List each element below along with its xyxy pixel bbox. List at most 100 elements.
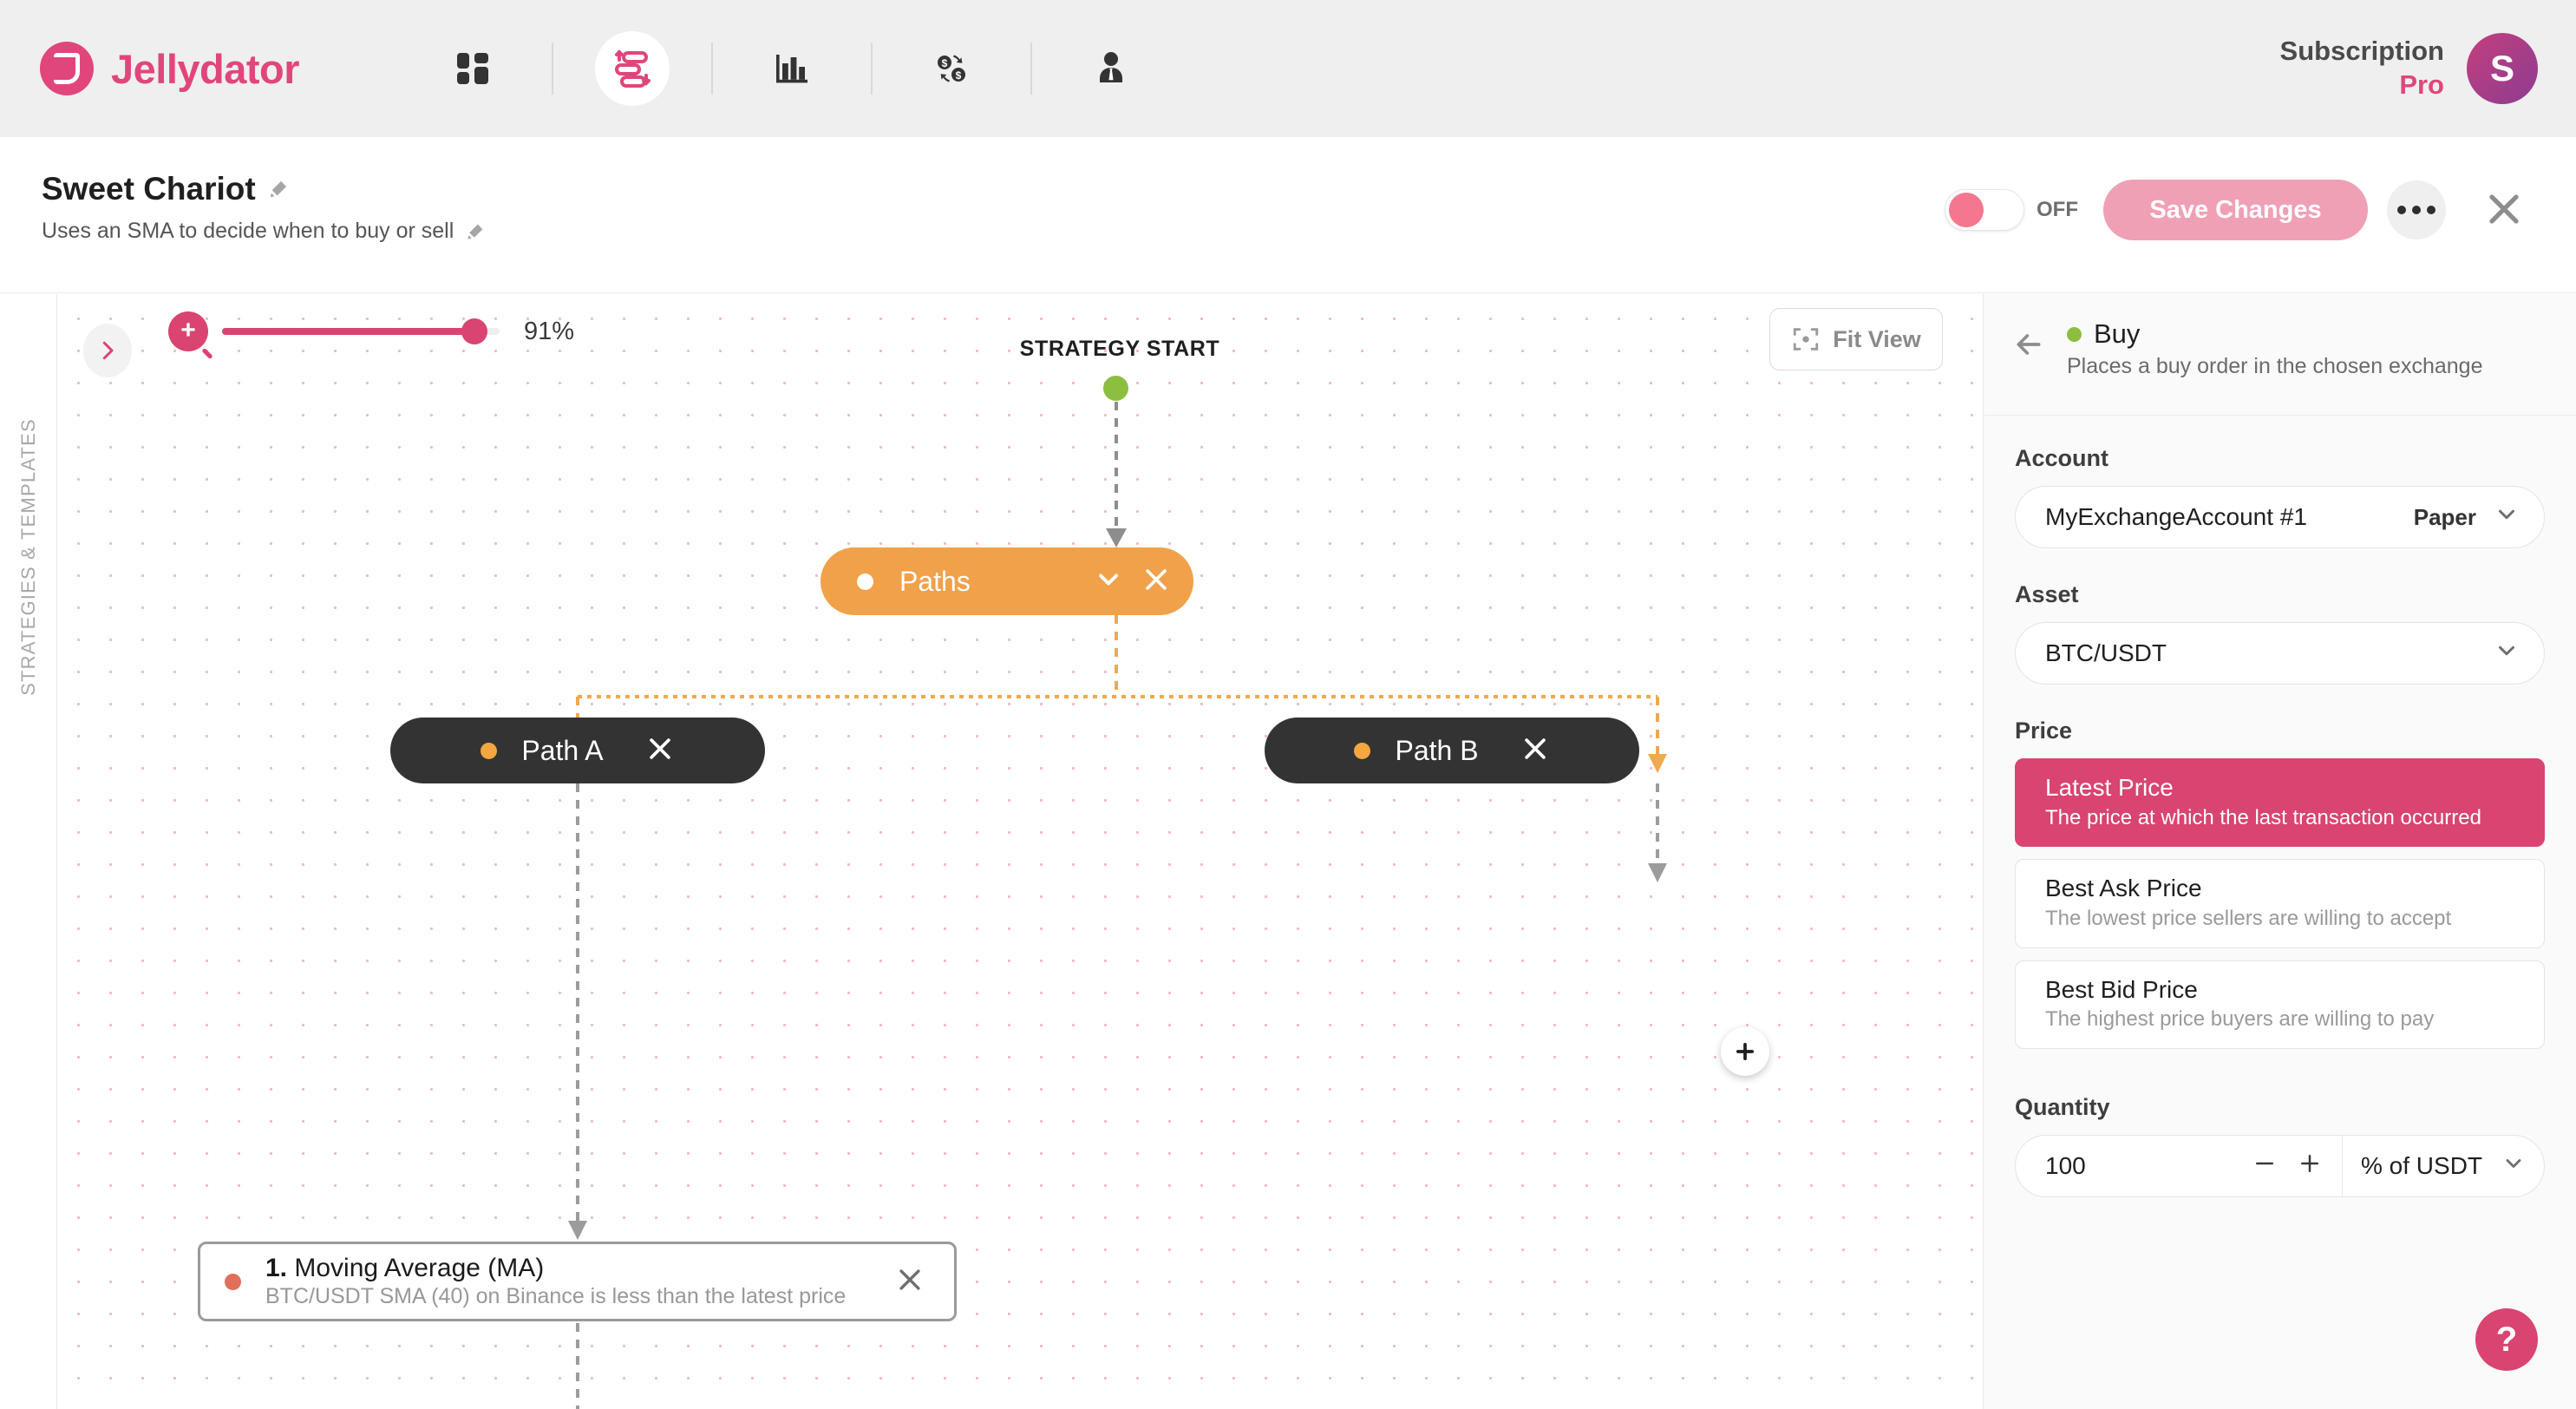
currency-exchange-icon[interactable]: $ $ <box>914 31 989 106</box>
nav-divider-3 <box>871 43 873 95</box>
node-path-a[interactable]: Path A <box>390 718 765 783</box>
more-options-button[interactable] <box>2387 180 2446 239</box>
zoom-control[interactable]: + 91% <box>168 311 574 351</box>
nav-divider-4 <box>1030 43 1033 95</box>
strategy-name: Sweet Chariot <box>42 171 256 206</box>
fit-view-button[interactable]: Fit View <box>1769 308 1943 370</box>
strategy-subheader: Sweet Chariot Uses an SMA to decide when… <box>0 137 2576 293</box>
chevron-down-icon[interactable] <box>2494 501 2520 534</box>
primary-nav: $ $ <box>416 31 1167 106</box>
quantity-unit-select[interactable]: % of USDT <box>2343 1136 2544 1196</box>
nav-divider-1 <box>552 43 554 95</box>
node-path-b-status-dot <box>1354 742 1371 759</box>
account-mode-badge: Paper <box>2413 503 2476 530</box>
jellydator-logo-icon <box>40 42 94 95</box>
save-changes-button[interactable]: Save Changes <box>2103 180 2368 240</box>
quantity-decrement-icon[interactable] <box>2252 1150 2278 1183</box>
account-select[interactable]: MyExchangeAccount #1 Paper <box>2015 486 2545 548</box>
dot-2 <box>2412 206 2421 214</box>
back-arrow-icon[interactable] <box>2011 327 2046 366</box>
bar-chart-icon[interactable] <box>755 31 829 106</box>
strategy-start-label: STRATEGY START <box>1019 337 1220 361</box>
node-path-a-status-dot <box>481 742 498 759</box>
node-moving-average-name: Moving Average (MA) <box>294 1253 545 1282</box>
node-paths-status-dot <box>857 573 873 590</box>
quantity-input-wrap[interactable]: 100 <box>2016 1136 2343 1197</box>
edit-description-pencil-icon[interactable] <box>465 221 486 242</box>
node-path-b-label: Path B <box>1395 734 1479 766</box>
panel-subtitle: Places a buy order in the chosen exchang… <box>2067 354 2483 378</box>
node-moving-average-close-icon[interactable] <box>895 1265 925 1299</box>
price-option-best-bid[interactable]: Best Bid Price The highest price buyers … <box>2015 960 2545 1050</box>
quantity-label: Quantity <box>2015 1094 2110 1121</box>
toggle-state-label: OFF <box>2037 198 2078 221</box>
quantity-value: 100 <box>2045 1152 2086 1180</box>
panel-status-dot <box>2067 326 2082 342</box>
top-bar: Jellydator <box>0 0 2576 137</box>
help-button[interactable]: ? <box>2475 1308 2538 1371</box>
node-moving-average-subtitle: BTC/USDT SMA (40) on Binance is less tha… <box>265 1284 847 1309</box>
zoom-slider-fill <box>222 328 475 335</box>
panel-title-row: Buy <box>2067 318 2482 350</box>
node-settings-panel: Buy Places a buy order in the chosen exc… <box>1983 294 2576 1409</box>
price-option-best-bid-desc: The highest price buyers are willing to … <box>2045 1007 2435 1032</box>
node-moving-average-title: 1. Moving Average (MA) <box>265 1253 846 1283</box>
brand-logo[interactable]: Jellydator <box>40 42 300 95</box>
strategy-start-dot[interactable] <box>1103 376 1128 401</box>
node-path-a-close-icon[interactable] <box>645 734 675 768</box>
brand-name: Jellydator <box>111 45 300 92</box>
nav-divider-2 <box>711 43 714 95</box>
page-title: Sweet Chariot <box>42 171 290 207</box>
strategy-builder-icon[interactable] <box>595 31 670 106</box>
price-label: Price <box>2015 718 2073 744</box>
price-option-best-ask-title: Best Ask Price <box>2045 875 2202 902</box>
asset-select[interactable]: BTC/USDT <box>2015 622 2545 685</box>
asset-label: Asset <box>2015 581 2079 607</box>
svg-text:$: $ <box>956 69 962 82</box>
dot-3 <box>2427 206 2435 214</box>
account-label: Account <box>2015 445 2109 471</box>
chevron-down-icon[interactable] <box>2494 638 2520 670</box>
strategy-canvas[interactable]: + 91% Fit View <box>57 294 1983 1409</box>
zoom-slider[interactable] <box>222 318 500 344</box>
dot-1 <box>2397 206 2406 214</box>
edit-name-pencil-icon[interactable] <box>267 178 290 200</box>
price-option-best-ask-desc: The lowest price sellers are willing to … <box>2045 906 2452 930</box>
strategy-power-toggle[interactable]: OFF <box>1945 189 2078 231</box>
zoom-percent-label: 91% <box>524 317 575 345</box>
node-path-b[interactable]: Path B <box>1265 718 1639 783</box>
quantity-increment-icon[interactable] <box>2297 1150 2323 1183</box>
node-paths[interactable]: Paths <box>821 547 1193 615</box>
avatar[interactable]: S <box>2467 33 2538 104</box>
price-option-best-ask[interactable]: Best Ask Price The lowest price sellers … <box>2015 859 2545 948</box>
toggle-knob <box>1949 193 1984 227</box>
node-paths-close-icon[interactable] <box>1141 565 1171 599</box>
close-editor-button[interactable] <box>2475 180 2533 238</box>
chevron-down-icon[interactable] <box>1093 564 1124 600</box>
price-option-best-bid-title: Best Bid Price <box>2045 975 2198 1003</box>
rail-label: STRATEGIES & TEMPLATES <box>16 418 39 696</box>
price-option-latest[interactable]: Latest Price The price at which the last… <box>2015 758 2545 848</box>
zoom-slider-thumb[interactable] <box>461 318 488 344</box>
node-path-b-close-icon[interactable] <box>1520 734 1550 768</box>
zoom-in-magnifier-icon[interactable]: + <box>168 311 208 351</box>
node-paths-label: Paths <box>899 565 971 597</box>
node-path-a-label: Path A <box>521 734 604 766</box>
account-value: MyExchangeAccount #1 <box>2045 503 2307 530</box>
chevron-down-icon[interactable] <box>2501 1151 2526 1182</box>
strategy-description-row: Uses an SMA to decide when to buy or sel… <box>42 219 486 244</box>
dashboard-icon[interactable] <box>435 31 510 106</box>
expand-rail-button[interactable] <box>83 324 132 377</box>
quantity-stepper[interactable]: 100 % of USDT <box>2015 1135 2545 1198</box>
fit-view-label: Fit View <box>1833 325 1921 352</box>
panel-title: Buy <box>2094 318 2141 349</box>
node-moving-average[interactable]: 1. Moving Average (MA) BTC/USDT SMA (40)… <box>198 1242 957 1321</box>
subscription-area[interactable]: Subscription Pro S <box>2280 0 2538 137</box>
user-profile-icon[interactable] <box>1074 31 1148 106</box>
toggle-switch[interactable] <box>1945 189 2024 231</box>
add-node-plus-icon[interactable] <box>1721 1027 1769 1076</box>
quantity-unit-value: % of USDT <box>2360 1152 2483 1180</box>
subscription-label: Subscription <box>2279 36 2444 67</box>
node-moving-average-index: 1. <box>265 1253 288 1282</box>
svg-text:$: $ <box>942 57 948 69</box>
